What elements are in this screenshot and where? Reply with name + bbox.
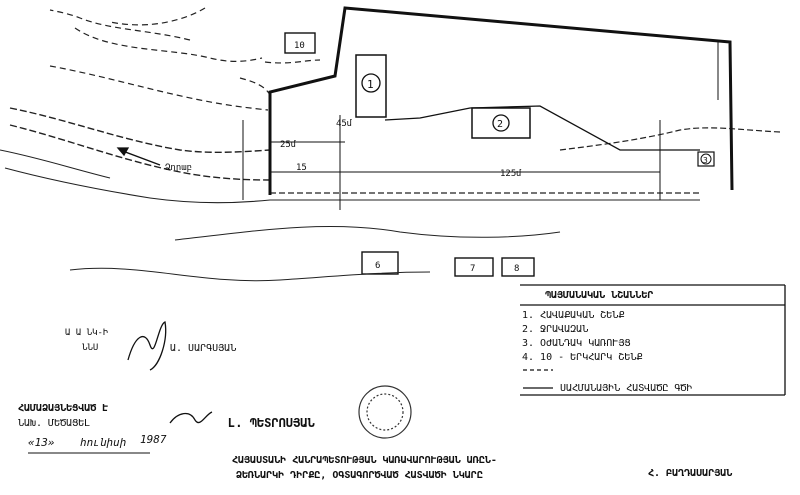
- box-7-label: 7: [470, 264, 475, 274]
- footer-right-name: Հ. ԲԱՂԴԱՍԱՐՅԱՆ: [648, 468, 733, 479]
- date-day: «13»: [28, 436, 55, 449]
- small-structures: [284, 32, 535, 277]
- legend-item-3: 3. ՕԺԱՆԴԱԿ ԿԱՌՈՒՅՑ: [522, 338, 631, 349]
- date-month: հունիսի: [80, 436, 127, 449]
- river-flow-arrow-icon: [116, 147, 161, 166]
- box-6-label: 6: [375, 261, 380, 271]
- footer-main-line2: ՁԵՌՆԱՐԿԻ ԴԻՐՔԸ, ՕԳՏԱԳՈՐԾՎԱԾ ՀԱՏՎԱԾԻ ՆԿԱՐ…: [236, 470, 483, 481]
- legend-title: ՊԱՅՄԱՆԱԿԱՆ ՆՇԱՆՆԵՐ: [545, 290, 654, 301]
- road-edge-lower: [270, 127, 781, 194]
- date-year: 1987: [140, 433, 167, 446]
- signature-scribble-1: [127, 321, 167, 371]
- river-bank: [9, 107, 271, 181]
- river-label: Ձորաբ: [165, 163, 192, 173]
- official-seal-icon: [358, 385, 412, 439]
- pool-2-icon: [471, 107, 531, 139]
- signature-scribble-2: [169, 411, 213, 424]
- plot-boundary: [268, 6, 734, 195]
- legend-item-4: 4. 10 - ԵՐԿՀԱՐԿ ՇԵՆՔ: [522, 352, 643, 363]
- marker-2: 2: [497, 119, 503, 130]
- marker-1: 1: [367, 78, 374, 91]
- approved-name: Լ. ՊԵՏՐՈՍՅԱՆ: [228, 416, 315, 430]
- building-1-icon: [355, 54, 387, 118]
- marker-3: 3: [703, 156, 708, 165]
- river-road: [0, 149, 700, 204]
- dimension-lines: [242, 40, 719, 210]
- dimension-15: 15: [296, 163, 307, 173]
- lower-terrain-curve: [69, 226, 561, 282]
- dimension-45: 45մ: [336, 119, 352, 129]
- box-10-label: 10: [294, 41, 305, 51]
- legend-line-label: ՍԱՀՄԱՆԱՅԻՆ ՀԱՏՎԱԾԸ ԳԾԻ: [560, 383, 693, 394]
- footer-main-line1: ՀԱՅԱՍՏԱՆԻ ՀԱՆՐԱՊԵՏՈՒԹՅԱՆ ԿԱՌԱՎԱՐՈՒԹՅԱՆ Ա…: [232, 455, 497, 466]
- legend-frame: [520, 284, 786, 396]
- left-signature-line2: ՆՆՍ: [82, 343, 99, 353]
- left-signature-name: Ա. ՍԱՐԳՍՅԱՆ: [170, 343, 237, 354]
- box-8-label: 8: [514, 264, 519, 274]
- internal-path: [384, 105, 700, 151]
- legend-item-1: 1. ՀԱՎԱՔԱԿԱՆ ՇԵՆՔ: [522, 310, 625, 321]
- dimension-25: 25մ: [280, 140, 296, 150]
- terrain-contours: [49, 7, 321, 111]
- dimension-125: 125մ: [500, 169, 522, 179]
- approved-line1: ՀԱՄԱՁԱՅՆԵՑՎԱԾ Է: [18, 403, 109, 414]
- left-signature-line1: Ա Ա ՆԿ-Ի: [65, 328, 109, 338]
- building-3-icon: [697, 151, 715, 167]
- approved-line2: ՆԱԽ. ՄԵԾԱՑԵԼ: [18, 418, 91, 429]
- legend-item-2: 2. ՋՐԱՎԱԶԱՆ: [522, 324, 589, 335]
